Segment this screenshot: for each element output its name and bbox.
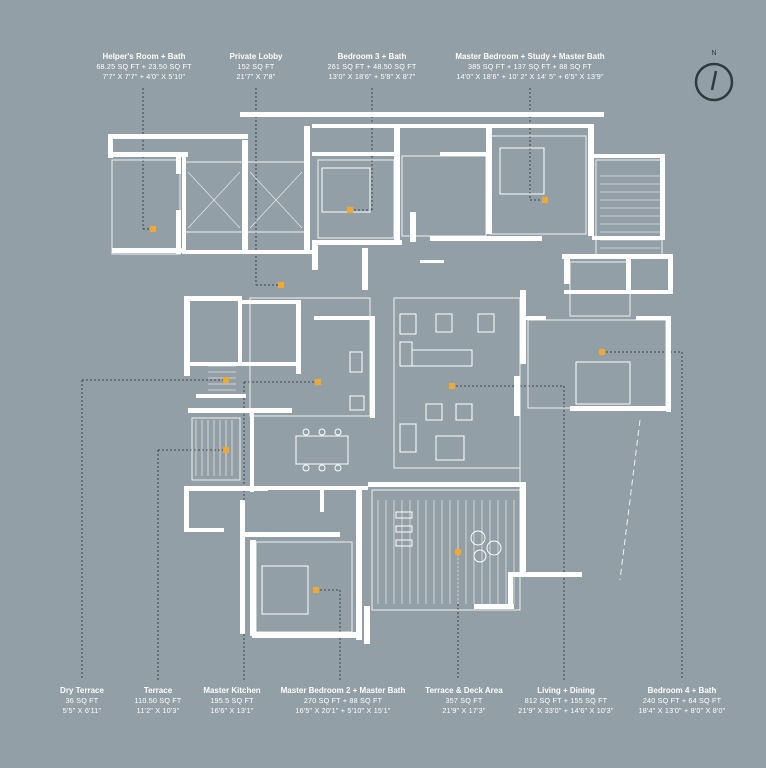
north-compass: N — [692, 50, 736, 102]
compass-icon — [694, 62, 734, 102]
walls — [108, 112, 673, 644]
furniture — [261, 147, 631, 615]
label-private-lobby: Private Lobby 152 SQ FT 21'7" X 7'8" — [229, 52, 283, 81]
label-bedroom-4: Bedroom 4 + Bath 240 SQ FT + 64 SQ FT 18… — [638, 686, 726, 715]
label-living-dining: Living + Dining 812 SQ FT + 155 SQ FT 21… — [518, 686, 614, 715]
label-terrace: Terrace 110.50 SQ FT 11'2" X 10'3" — [134, 686, 182, 715]
label-master-bedroom: Master Bedroom + Study + Master Bath 385… — [455, 52, 605, 81]
hatch-areas — [187, 171, 660, 604]
room-markers — [150, 197, 605, 593]
north-label: N — [711, 50, 717, 57]
label-terrace-deck: Terrace & Deck Area 357 SQ FT 21'9" X 17… — [425, 686, 503, 715]
label-master-bedroom-2: Master Bedroom 2 + Master Bath 270 SQ FT… — [280, 686, 406, 715]
label-master-kitchen: Master Kitchen 195.5 SQ FT 16'6" X 13'1" — [203, 686, 261, 715]
label-helpers-room: Helper's Room + Bath 68.25 SQ FT + 23.50… — [96, 52, 192, 81]
label-dry-terrace: Dry Terrace 36 SQ FT 5'5" X 6'11" — [60, 686, 104, 715]
thin-outlines — [111, 135, 667, 633]
label-bedroom-3: Bedroom 3 + Bath 261 SQ FT + 48.50 SQ FT… — [327, 52, 417, 81]
